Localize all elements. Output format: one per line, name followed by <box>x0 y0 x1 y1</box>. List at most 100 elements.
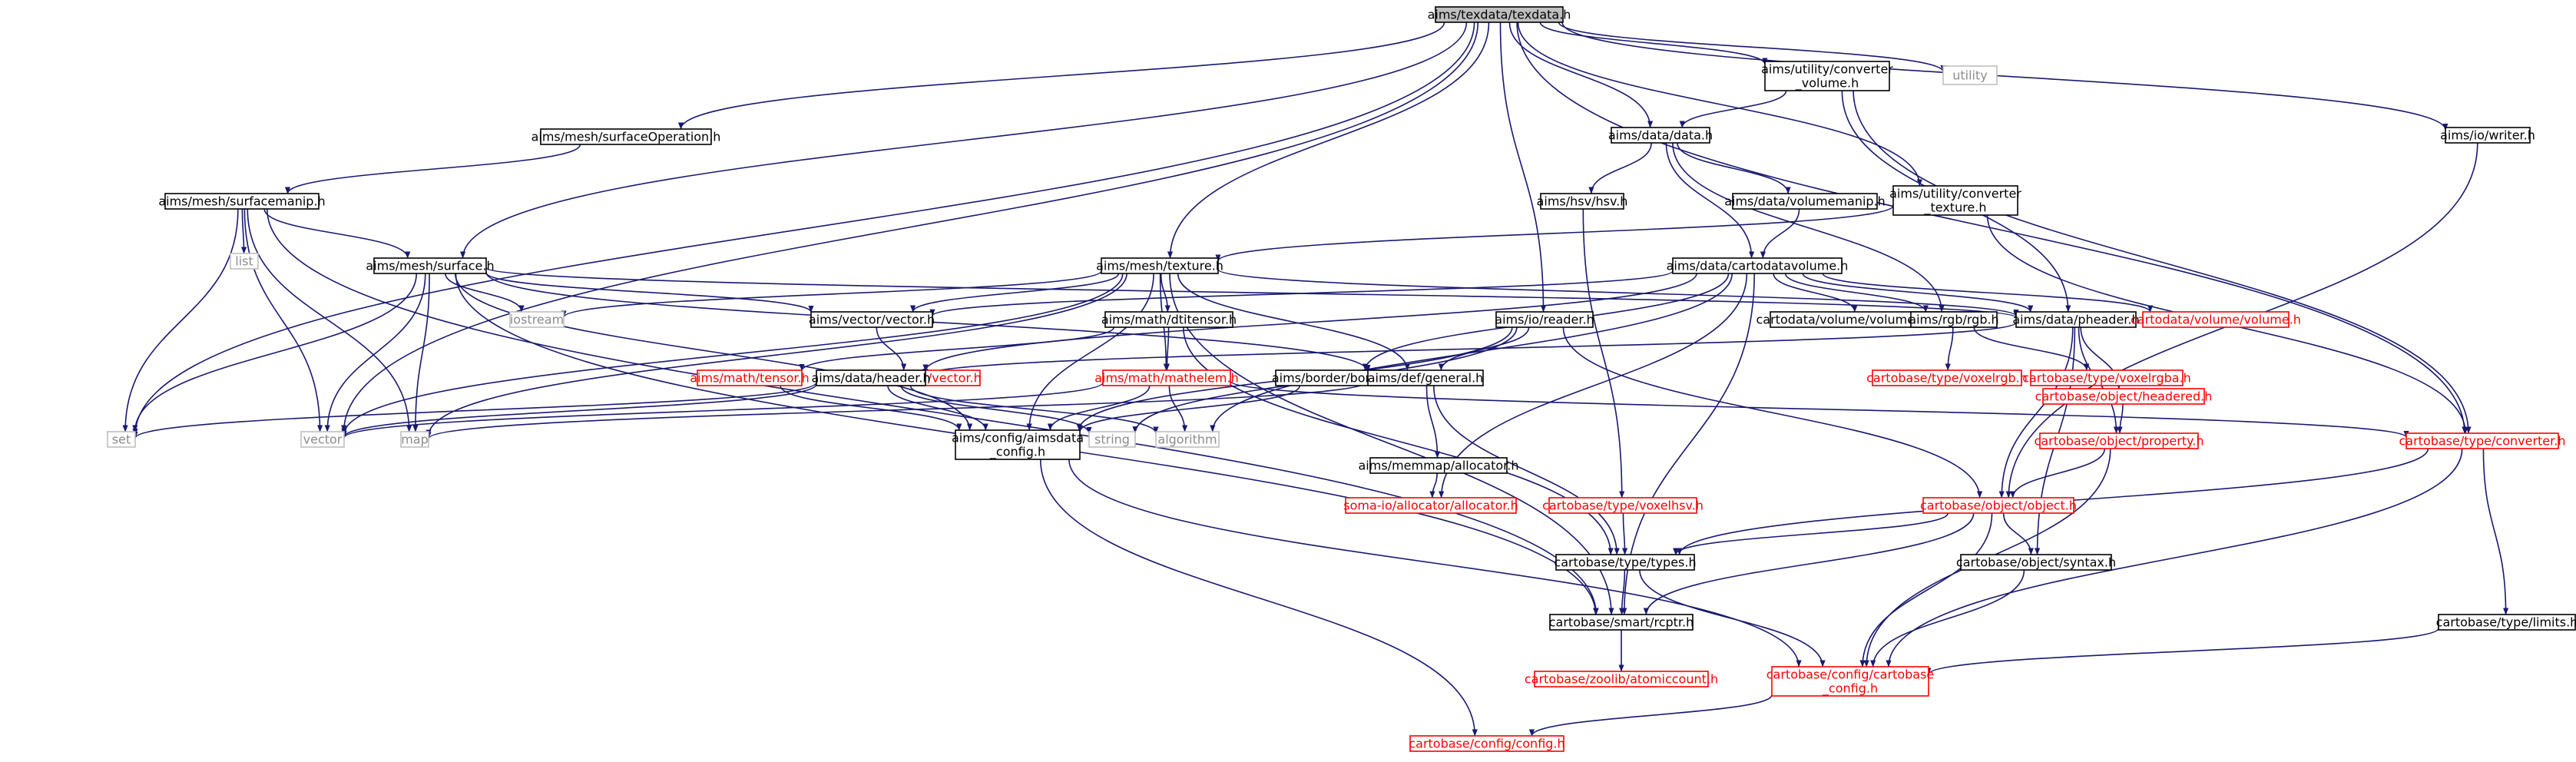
node-property[interactable]: cartobase/object/property.h <box>2035 432 2204 449</box>
node-cartovol[interactable]: aims/data/cartodatavolume.h <box>1667 257 1849 274</box>
node-box <box>1555 554 1695 571</box>
edge-texture-to-dtitensor <box>1160 273 1170 313</box>
node-rgb[interactable]: aims/rgb/rgb.h <box>1909 311 1999 328</box>
edge-general-to-allocatorh <box>1425 385 1441 459</box>
edge-cartovol-to-pheader <box>1802 273 2034 313</box>
node-syntax[interactable]: cartobase/object/syntax.h <box>1956 554 2116 571</box>
edge-aimsconfig-to-config <box>1040 459 1478 737</box>
node-label: cartobase/object/syntax.h <box>1956 555 2116 570</box>
node-label: aims/io/writer.h <box>2440 128 2535 143</box>
node-reader[interactable]: aims/io/reader.h <box>1495 311 1594 328</box>
node-datadata[interactable]: aims/data/data.h <box>1608 127 1713 144</box>
node-box <box>2030 369 2184 386</box>
node-mathelem[interactable]: aims/math/mathelem.h <box>1094 369 1239 386</box>
node-label: _config.h <box>989 445 1045 460</box>
edge-header-to-vector <box>341 383 817 438</box>
edge-tensor-to-aimsconfig <box>780 385 962 431</box>
node-box <box>2438 614 2576 631</box>
edge-header-to-algorithm <box>909 385 1159 434</box>
edge-texture-to-pheader <box>1217 268 2019 317</box>
edge-texdata-to-datadata <box>1508 22 1654 128</box>
node-voxelrgba[interactable]: cartobase/type/voxelrgba.h <box>2022 369 2191 386</box>
node-texture[interactable]: aims/mesh/texture.h <box>1096 257 1223 274</box>
edge-texdata-to-reader <box>1499 22 1547 313</box>
node-label: cartobase/type/limits.h <box>2436 615 2576 630</box>
node-allocatorh[interactable]: aims/memmap/allocator.h <box>1359 457 1519 474</box>
edge-surfmanip-to-set <box>122 208 239 432</box>
node-aimsconfig[interactable]: aims/config/aimsdata_config.h <box>952 429 1084 460</box>
edge-surfop-to-surfmanip <box>285 144 581 194</box>
edge-volmanip-to-cartovol <box>1760 208 1800 259</box>
node-box <box>1540 193 1624 210</box>
node-headered[interactable]: cartobase/object/headered.h <box>2035 388 2213 405</box>
node-object[interactable]: cartobase/object/object.h <box>1920 497 2077 514</box>
edge-pheader-to-object <box>1998 326 2074 499</box>
edge-texture-to-general <box>1177 273 1410 371</box>
node-config[interactable]: cartobase/config/config.h <box>1409 735 1565 752</box>
edge-texture-to-map <box>425 273 1127 437</box>
node-box <box>1764 61 1890 91</box>
node-label: utility <box>1952 68 1988 83</box>
node-label: cartobase/type/voxelrgb.h <box>1866 371 2028 386</box>
node-general[interactable]: aims/def/general.h <box>1367 369 1484 386</box>
node-converter[interactable]: cartobase/type/converter.h <box>2399 432 2566 449</box>
node-volumeh[interactable]: cartodata/volume/volume.h <box>2131 311 2301 328</box>
edge-surface-to-pheader <box>485 267 2019 319</box>
edge-datadata-to-cartovol <box>1665 142 1755 259</box>
edge-cartovol-to-volops <box>1773 273 1858 313</box>
node-limits[interactable]: cartobase/type/limits.h <box>2436 614 2576 631</box>
dependency-nodes: aims/texdata/texdata.h utility aims/utilit… <box>107 6 2576 752</box>
node-box <box>1548 497 1697 514</box>
node-box <box>1910 311 1998 328</box>
node-voxelrgb[interactable]: cartobase/type/voxelrgb.h <box>1866 369 2028 386</box>
node-hsv[interactable]: aims/hsv/hsv.h <box>1537 193 1628 210</box>
node-header[interactable]: aims/data/header.h <box>811 369 931 386</box>
node-label: aims/mesh/texture.h <box>1096 259 1223 273</box>
node-voxelhsv[interactable]: cartobase/type/voxelhsv.h <box>1542 497 1704 514</box>
edge-aimsconfig-to-cbconfig <box>1068 459 1802 668</box>
edge-types-to-rcptr <box>1619 569 1626 615</box>
node-pheader[interactable]: aims/data/pheader.h <box>2012 311 2140 328</box>
node-surface[interactable]: aims/mesh/surface.h <box>366 257 495 274</box>
node-atomic[interactable]: cartobase/zoolib/atomiccount.h <box>1525 671 1718 687</box>
node-label: iostream <box>510 313 564 327</box>
node-box <box>540 128 712 145</box>
node-box <box>1369 457 1508 474</box>
node-vectorh[interactable]: aims/vector/vector.h <box>809 311 935 328</box>
node-box <box>1771 666 1929 697</box>
node-dtitensor[interactable]: aims/math/dtitensor.h <box>1101 311 1237 328</box>
node-label: aims/utility/converter <box>1889 187 2021 201</box>
edge-cartovol-to-header <box>922 273 1697 372</box>
node-iowriter[interactable]: aims/io/writer.h <box>2440 127 2535 144</box>
node-cbconfig[interactable]: cartobase/config/cartobase_config.h <box>1766 666 1935 697</box>
node-box <box>1155 431 1220 448</box>
node-conv_texture[interactable]: aims/utility/converter_texture.h <box>1889 185 2021 216</box>
node-iostream[interactable]: iostream <box>509 311 565 328</box>
node-tensor[interactable]: aims/math/tensor.h <box>690 369 810 386</box>
node-rcptr[interactable]: cartobase/smart/rcptr.h <box>1549 614 1694 631</box>
edge-general-to-types <box>1433 385 1620 555</box>
edge-datadata-to-volmanip <box>1677 142 1791 194</box>
node-label: cartobase/zoolib/atomiccount.h <box>1525 672 1718 687</box>
node-set[interactable]: set <box>107 431 136 448</box>
node-box <box>2042 388 2205 405</box>
node-utility[interactable]: utility <box>1942 65 1998 85</box>
node-conv_volume[interactable]: aims/utility/converter_volume.h <box>1761 61 1893 91</box>
node-algorithm[interactable]: algorithm <box>1155 431 1220 448</box>
node-texdata[interactable]: aims/texdata/texdata.h <box>1428 6 1571 23</box>
node-types[interactable]: cartobase/type/types.h <box>1554 554 1697 571</box>
node-box <box>2405 432 2559 449</box>
node-box <box>1435 6 1564 23</box>
edge-texdata-to-conv_volume <box>1539 22 1768 65</box>
node-surfmanip[interactable]: aims/mesh/surfacemanip.h <box>158 193 326 210</box>
node-list[interactable]: list <box>230 253 259 270</box>
edge-cartovol-to-vectorh <box>929 270 1674 316</box>
node-somaalloc[interactable]: soma-io/allocator/allocator.h <box>1343 497 1518 514</box>
node-string[interactable]: string <box>1088 431 1136 448</box>
node-volmanip[interactable]: aims/data/volumemanip.h <box>1724 193 1886 210</box>
node-map[interactable]: map <box>400 431 429 448</box>
node-surfop[interactable]: aims/mesh/surfaceOperation.h <box>531 128 721 145</box>
edge-surface-to-vectorh <box>485 272 814 313</box>
edge-surfmanip-to-rcptr <box>267 208 1599 615</box>
node-vector[interactable]: vector <box>300 431 345 448</box>
